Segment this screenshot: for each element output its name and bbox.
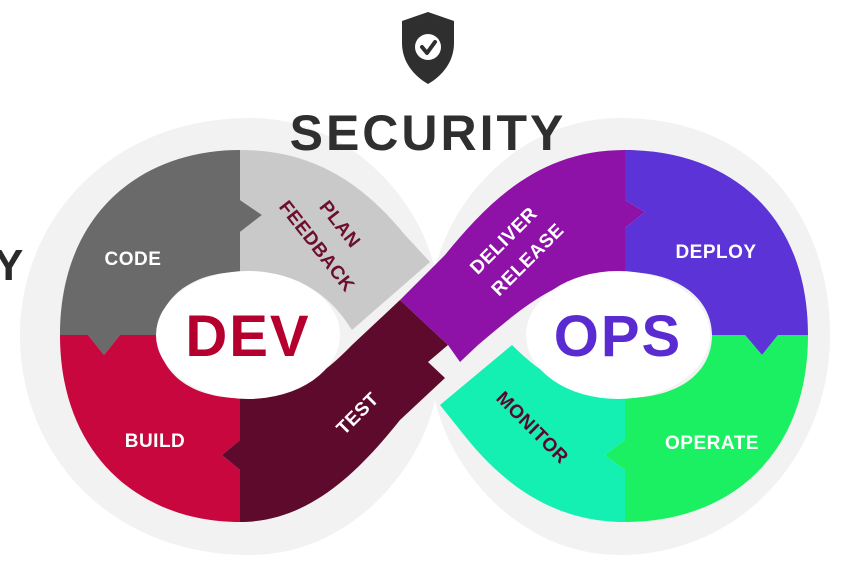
segment-monitor — [440, 345, 625, 522]
segment-label-code: CODE — [105, 249, 162, 270]
segment-label-operate: OPERATE — [665, 433, 759, 454]
segment-test — [222, 300, 448, 522]
segment-deploy — [625, 150, 808, 355]
left-edge-text: Y — [0, 241, 23, 290]
dev-center-circle — [156, 271, 340, 399]
segment-code — [60, 150, 262, 355]
segment-label-deploy: DEPLOY — [675, 242, 756, 263]
shield-check-icon — [402, 12, 454, 84]
segment-build — [60, 335, 240, 522]
segment-plan-feedback — [240, 150, 430, 330]
security-title: SECURITY — [290, 105, 567, 161]
ops-label: OPS — [554, 304, 683, 369]
segment-deliver-release — [400, 150, 645, 362]
ops-center-circle — [526, 271, 710, 399]
dev-label: DEV — [185, 304, 310, 369]
segment-label-build: BUILD — [125, 431, 186, 452]
segment-operate — [605, 335, 808, 522]
